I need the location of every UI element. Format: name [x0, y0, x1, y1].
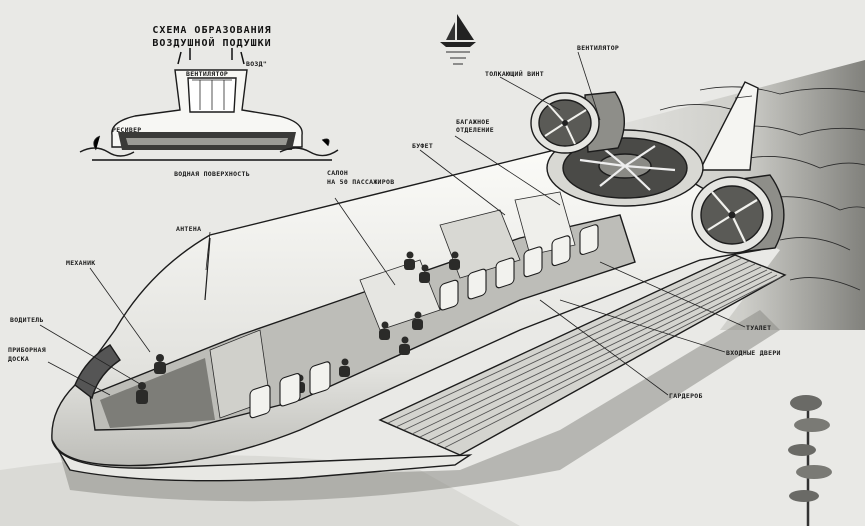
label-luggage-line2: ОТДЕЛЕНИЕ [456, 126, 494, 134]
scheme-title-line1: СХЕМА ОБРАЗОВАНИЯ [152, 25, 271, 36]
scheme-air-label: ВОЗД" [246, 60, 267, 68]
label-buffet: БУФЕТ [412, 142, 433, 150]
label-wardrobe: ГАРДЕРОБ [669, 392, 703, 400]
label-toilet: ТУАЛЕТ [746, 324, 771, 332]
label-dashboard-line2: ДОСКА [8, 355, 29, 363]
sailboat-icon [440, 14, 476, 65]
leader-lines [39, 51, 746, 396]
lift-fan [546, 129, 704, 207]
pusher-propeller-upper [530, 91, 625, 154]
scheme-fan-label: ВЕНТИЛЯТОР [186, 70, 228, 78]
label-mechanic: МЕХАНИК [66, 259, 96, 267]
label-dashboard-line1: ПРИБОРНАЯ [8, 346, 46, 354]
hovercraft [51, 81, 787, 502]
scheme-title-line2: ВОЗДУШНОЙ ПОДУШКИ [152, 36, 271, 49]
label-pilot: ВОДИТЕЛЬ [10, 316, 44, 324]
label-pusher-propeller: ТОЛКАЮЩИЙ ВИНТ [485, 69, 544, 78]
label-cabin-line2: НА 50 ПАССАЖИРОВ [327, 178, 394, 186]
scheme-receiver-label: РЕСИВЕР [112, 126, 142, 134]
label-luggage-line1: БАГАЖНОЕ [456, 118, 490, 126]
window-row [249, 224, 599, 419]
scheme-water-label: ВОДНАЯ ПОВЕРХНОСТЬ [174, 170, 250, 178]
sponson-ribs [387, 257, 782, 449]
air-cushion-scheme: СХЕМА ОБРАЗОВАНИЯ ВОЗДУШНОЙ ПОДУШКИ ВЕНТ… [79, 25, 339, 178]
label-fan: ВЕНТИЛЯТОР [577, 44, 619, 52]
pusher-propeller-lower [691, 174, 785, 254]
callout-labels: ВЕНТИЛЯТОР ТОЛКАЮЩИЙ ВИНТ БАГАЖНОЕ ОТДЕЛ… [8, 44, 781, 400]
label-antenna: АНТЕНА [176, 225, 201, 233]
label-cabin-line1: САЛОН [327, 169, 348, 177]
label-entrance-doors: ВХОДНЫЕ ДВЕРИ [726, 349, 781, 357]
tree-icon [788, 395, 832, 526]
